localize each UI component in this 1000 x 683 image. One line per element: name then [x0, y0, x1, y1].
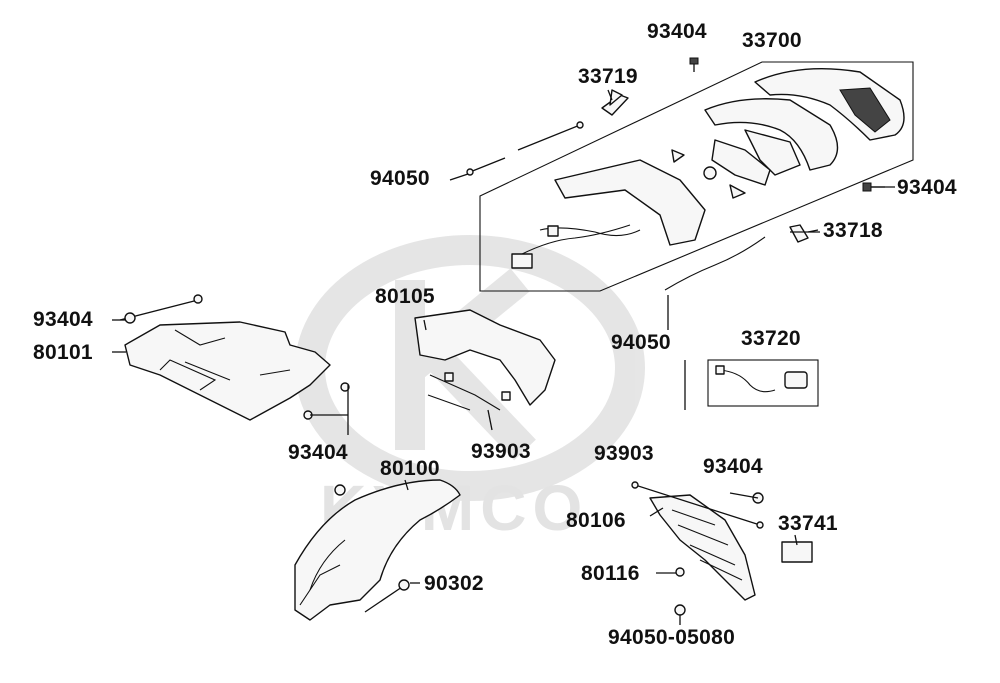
label-94050-upper: 94050 [370, 167, 430, 190]
leader-lines [112, 89, 895, 625]
label-80100: 80100 [380, 457, 440, 480]
label-80105: 80105 [375, 285, 435, 308]
part-90302-screw [364, 579, 410, 613]
label-93404-low: 93404 [703, 455, 763, 478]
part-33720-sensor [715, 365, 808, 393]
label-33700: 33700 [742, 29, 802, 52]
part-33718-connector [789, 224, 819, 243]
part-33700-grab-rail [511, 67, 905, 269]
part-93903-lower-cable [631, 481, 764, 529]
label-93903-mid: 93903 [471, 440, 531, 463]
label-80116: 80116 [581, 562, 640, 585]
part-94050-upper-cable [466, 121, 584, 176]
part-93404-mid-bolts [303, 382, 350, 496]
label-93404-mid: 93404 [288, 441, 348, 464]
kymco-watermark-logo [295, 235, 645, 501]
label-33741: 33741 [778, 512, 838, 535]
assembly-33720-frame [707, 359, 819, 407]
label-90302: 90302 [424, 572, 484, 595]
label-33720: 33720 [741, 327, 801, 350]
label-93404-right: 93404 [897, 176, 957, 199]
part-80100-rear-fender [294, 479, 461, 621]
label-94050-lower: 94050 [611, 331, 671, 354]
part-33719-bracket [601, 89, 629, 116]
label-33718: 33718 [823, 219, 883, 242]
part-94050-05080-nut [674, 604, 686, 616]
label-93903-low: 93903 [594, 442, 654, 465]
part-93404-left-bolt [119, 294, 203, 324]
part-80101-undertray [124, 321, 331, 421]
part-80105-frame-bracket [414, 309, 556, 411]
assembly-33700-frame [479, 61, 914, 292]
part-94050-lower-cable [664, 236, 766, 330]
label-93404-left: 93404 [33, 308, 93, 331]
label-94050-05080: 94050-05080 [608, 626, 736, 649]
label-33719: 33719 [578, 65, 638, 88]
part-80106-license-holder [649, 494, 756, 601]
part-80116-screw [675, 567, 685, 577]
label-80101: 80101 [33, 341, 93, 364]
label-80106: 80106 [566, 509, 626, 532]
part-93404-top-bolt [689, 57, 699, 72]
label-93404-top: 93404 [647, 20, 707, 43]
